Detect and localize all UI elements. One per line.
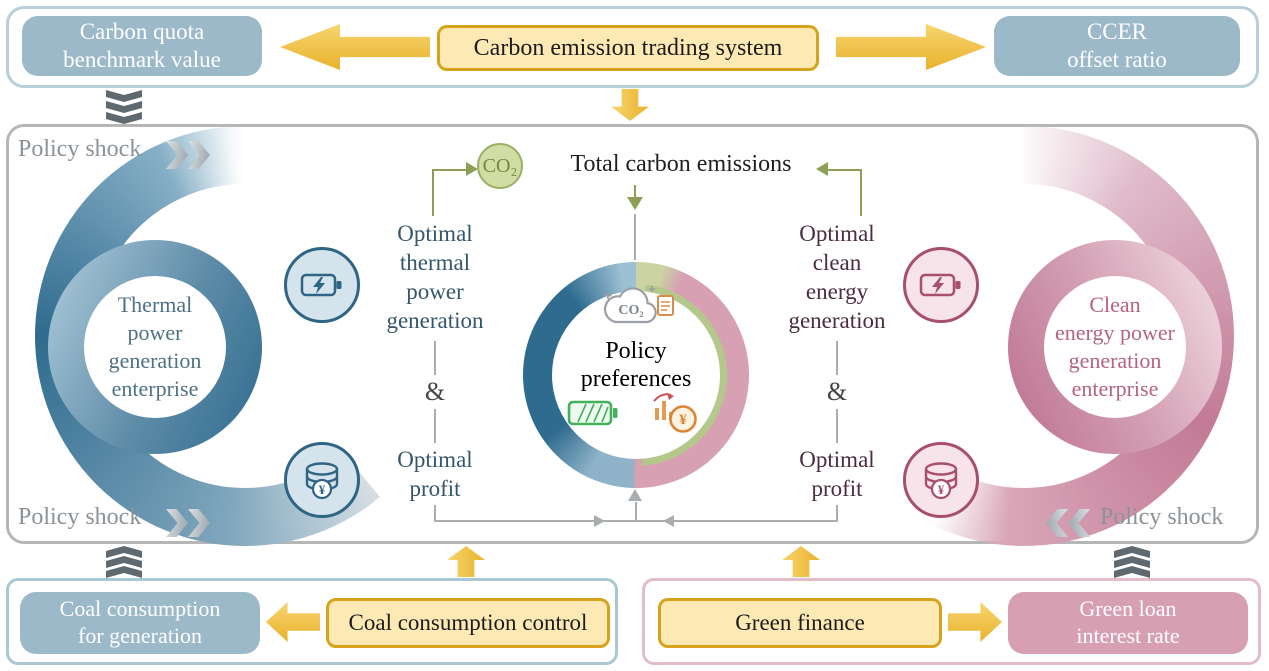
carbon-trading-label: Carbon emission trading system [473,34,783,61]
arrowhead-right-icon [466,162,478,176]
ampersand-left: & [424,377,446,406]
arrow-down-into-panel-icon [611,89,649,121]
chevron-up-icon [106,546,142,558]
connector-line [434,341,436,375]
green-finance-section [642,578,1261,665]
yen-glyph: ¥ [679,412,687,428]
connector-line [432,170,434,216]
carbon-trading-node: Carbon emission trading system [437,25,819,71]
policy-shock-top-left: Policy shock [18,136,142,162]
arrow-up-finance-icon [782,546,820,577]
co2-cloud-label: CO₂ [618,303,643,318]
coins-yen-icon: ¥ [305,462,339,500]
green-battery-icon [567,400,618,426]
connector-line [860,170,862,216]
connector-line [828,169,862,171]
ccer-label: CCER offset ratio [1067,18,1167,72]
coal-control-node: Coal consumption control [326,598,610,648]
coal-control-label: Coal consumption control [348,610,588,635]
trading-system-section [6,6,1259,88]
enterprise-panel [6,124,1259,544]
arrowhead-up-icon [628,489,642,501]
battery-bolt-icon [919,273,961,297]
clean-enterprise-label: Clean energy power generation enterprise [1055,292,1175,401]
clean-optimal-profit-label: Optimal profit [799,447,875,501]
thermal-ring-inner [84,276,226,418]
clean-optimal-generation-label: Optimal clean energy generation [788,221,886,333]
green-loan-label: Green loan interest rate [1076,596,1180,648]
connector-line [836,505,838,522]
co2-badge-label: CO₂ [482,154,518,177]
clean-ring-inner [1044,276,1186,418]
chevron-up-icon [1114,546,1150,558]
chevron-up-icon [106,566,142,578]
arrowhead-left-icon [663,515,674,527]
coins-yen-icon: ¥ [924,462,958,500]
connector-line [432,169,466,171]
green-finance-label: Green finance [735,610,865,635]
thermal-optimal-profit-label: Optimal profit [397,447,473,501]
chevron-up-icon [1114,556,1150,568]
chevron-up-icon [1114,566,1150,578]
battery-bolt-icon [300,273,342,297]
chevron-down-icon [106,101,142,113]
thermal-profit-node: ¥ [284,442,360,518]
coal-consumption-node: Coal consumption for generation [20,592,260,654]
co2-cloud-node: CO₂ [594,282,678,337]
arrowhead-left-icon [816,162,828,176]
total-emissions-label: Total carbon emissions [570,151,792,177]
connector-line [634,214,636,260]
connector-line [634,185,636,197]
arrowhead-down-icon [627,197,643,210]
thermal-optimal-generation-label: Optimal thermal power generation [386,221,484,333]
carbon-quota-node: Carbon quota benchmark value [22,16,262,76]
green-loan-node: Green loan interest rate [1008,592,1248,654]
yen-glyph: ¥ [938,482,945,497]
co2-cloud-icon: CO₂ [604,286,674,324]
connector-line [635,502,637,520]
co2-badge: CO₂ [477,143,523,189]
coal-section [6,578,618,665]
coal-consumption-label: Coal consumption for generation [59,596,221,648]
green-finance-node: Green finance [658,598,942,648]
yen-glyph: ¥ [319,482,326,497]
connector-line [434,520,838,522]
connector-line [434,505,436,522]
policy-shock-bottom-right: Policy shock [1100,504,1224,530]
chevron-down-icon [106,90,142,102]
coin-chart-icon: ¥ [653,393,697,433]
thermal-enterprise-label: Thermal power generation enterprise [108,292,202,401]
arrow-up-coal-icon [447,546,485,577]
chevron-down-icon [106,112,142,124]
green-battery-node [567,398,619,433]
connector-line [434,409,436,443]
arrowhead-right-icon [594,515,605,527]
thermal-energy-node [284,247,360,323]
policy-shock-bottom-left: Policy shock [18,504,142,530]
clean-profit-node: ¥ [903,442,979,518]
policy-preferences-label: Policy preferences [580,338,692,392]
carbon-quota-label: Carbon quota benchmark value [63,18,221,72]
ccer-node: CCER offset ratio [994,16,1240,76]
ampersand-right: & [826,377,848,406]
chevron-up-icon [106,556,142,568]
profit-coin-node: ¥ [650,388,700,439]
clean-energy-node [903,247,979,323]
